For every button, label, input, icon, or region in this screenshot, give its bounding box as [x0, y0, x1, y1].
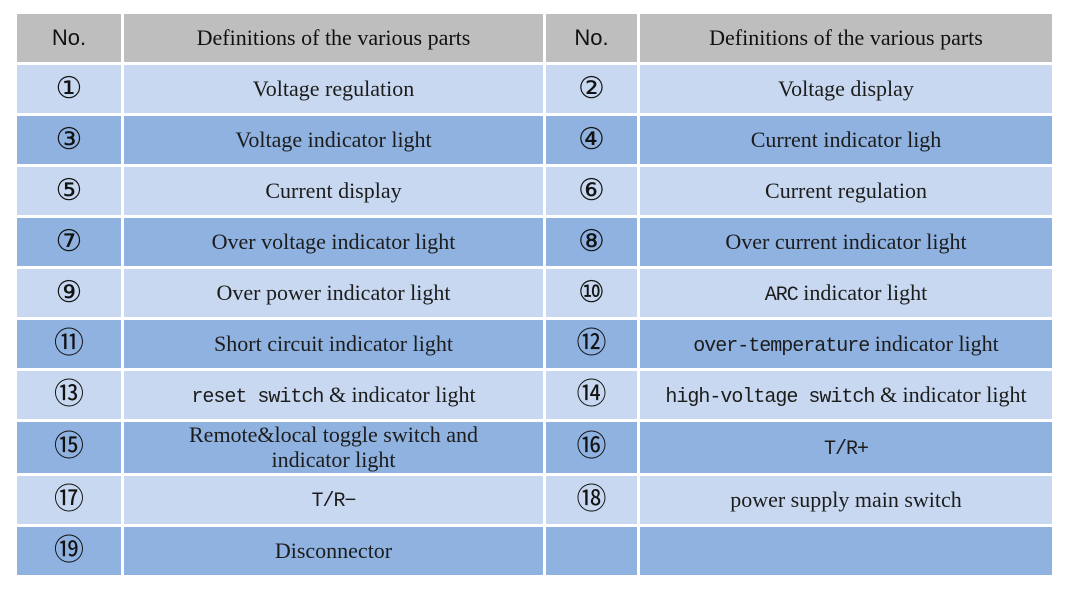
definition-text: Current indicator ligh: [750, 127, 942, 153]
definition-text: & indicator light: [323, 381, 476, 407]
row-number-right: ⑯: [546, 422, 637, 473]
table-row: ⑦ Over voltage indicator light ⑧ Over curre…: [17, 218, 1052, 266]
definition-text: Voltage regulation: [252, 76, 415, 102]
definition-text: & indicator light: [874, 381, 1027, 407]
row-number-right: ⑧: [546, 218, 637, 266]
table-row: ⑤ Current display ⑥ Current regulation: [17, 167, 1052, 215]
table-row: ⑲ Disconnector: [17, 526, 1052, 575]
header-no-right: No.: [546, 14, 637, 62]
definition-text: Current regulation: [765, 178, 927, 204]
row-number-left: ⑲: [17, 526, 121, 575]
row-number-right: ②: [546, 65, 637, 113]
definition-right: over-temperature indicator light: [640, 320, 1052, 368]
row-number-right: ⑩: [546, 269, 637, 317]
table-header: No. Definitions of the various parts No.…: [17, 14, 1052, 62]
definition-left: T/R−: [124, 475, 543, 524]
definition-text: high-voltage switch: [665, 385, 875, 409]
header-no-left: No.: [17, 14, 121, 62]
definition-right: Current regulation: [640, 167, 1052, 215]
definition-text: power supply main switch: [730, 486, 962, 512]
definition-text: over-temperature: [693, 334, 870, 358]
definition-text: indicator light: [869, 330, 999, 356]
definition-left: Current display: [124, 167, 543, 215]
row-number-right: ④: [546, 116, 637, 164]
row-number-left: ⑤: [17, 167, 121, 215]
definition-right: [640, 526, 1052, 575]
definition-text: reset switch: [191, 385, 324, 409]
row-number-left: ⑪: [17, 320, 121, 368]
definition-text: ARC: [764, 283, 799, 307]
definition-text: indicator light: [271, 447, 396, 473]
row-number-left: ⑮: [17, 422, 121, 473]
table-body: ① Voltage regulation ② Voltage display ③ Volt…: [17, 65, 1052, 575]
definition-text: Over power indicator light: [216, 280, 451, 306]
definition-right: power supply main switch: [640, 475, 1052, 524]
row-number-left: ⑨: [17, 269, 121, 317]
definition-text: Remote&local toggle switch and: [189, 422, 478, 447]
header-definitions-right: Definitions of the various parts: [640, 14, 1052, 62]
table-row: ⑰ T/R− ⑱ power supply main switch: [17, 475, 1052, 524]
definition-left: Voltage indicator light: [124, 116, 543, 164]
definition-left: reset switch & indicator light: [124, 371, 543, 419]
definition-right: Current indicator ligh: [640, 116, 1052, 164]
table-row: ① Voltage regulation ② Voltage display: [17, 65, 1052, 113]
table-row: ③ Voltage indicator light ④ Current indicat…: [17, 116, 1052, 164]
row-number-right: ⑱: [546, 475, 637, 524]
definition-text: Over voltage indicator light: [211, 229, 456, 255]
row-number-left: ⑰: [17, 475, 121, 524]
definition-text: T/R+: [823, 437, 869, 461]
row-number-right: ⑭: [546, 371, 637, 419]
header-row: No. Definitions of the various parts No.…: [17, 14, 1052, 62]
definition-text: Disconnector: [274, 537, 393, 563]
definition-right: Over current indicator light: [640, 218, 1052, 266]
row-number-right: ⑫: [546, 320, 637, 368]
definition-text: Current display: [265, 178, 402, 204]
row-number-left: ③: [17, 116, 121, 164]
definition-text: Voltage indicator light: [235, 127, 432, 153]
row-number-left: ⑬: [17, 371, 121, 419]
definition-left: Disconnector: [124, 526, 543, 575]
parts-definition-table: No. Definitions of the various parts No.…: [14, 11, 1055, 578]
definition-right: Voltage display: [640, 65, 1052, 113]
definition-right: ARC indicator light: [640, 269, 1052, 317]
definition-left: Over voltage indicator light: [124, 218, 543, 266]
definition-text: Voltage display: [778, 76, 914, 102]
row-number-right: [546, 526, 637, 575]
definition-text: Over current indicator light: [725, 229, 967, 255]
header-definitions-left: Definitions of the various parts: [124, 14, 543, 62]
definition-left: Short circuit indicator light: [124, 320, 543, 368]
definition-text: Short circuit indicator light: [214, 331, 453, 357]
definition-right: high-voltage switch & indicator light: [640, 371, 1052, 419]
definition-left: Voltage regulation: [124, 65, 543, 113]
definition-right: T/R+: [640, 422, 1052, 473]
definition-text: T/R−: [311, 490, 356, 514]
definition-left: Over power indicator light: [124, 269, 543, 317]
row-number-left: ①: [17, 65, 121, 113]
row-number-right: ⑥: [546, 167, 637, 215]
row-number-left: ⑦: [17, 218, 121, 266]
definition-text: indicator light: [797, 279, 928, 305]
